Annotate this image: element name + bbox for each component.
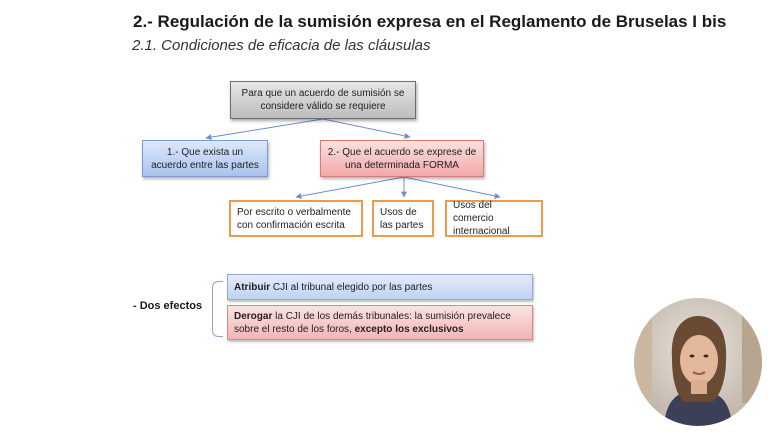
condition-1-box: 1.- Que exista un acuerdo entre las part… (142, 140, 268, 177)
form-box-party-usage: Usos de las partes (372, 200, 434, 237)
form-box-written: Por escrito o verbalmente con confirmaci… (229, 200, 363, 237)
effect-2-text: Derogar la CJI de los demás tribunales: … (234, 310, 526, 336)
condition-1-text: 1.- Que exista un acuerdo entre las part… (151, 146, 259, 171)
effect-1-rest: CJI al tribunal elegido por las partes (270, 281, 433, 293)
effects-label: - Dos efectos (133, 300, 203, 312)
effect-1-text: Atribuir CJI al tribunal elegido por las… (234, 281, 432, 294)
arrow-condition-2-to-form-3 (403, 176, 501, 199)
root-condition-box: Para que un acuerdo de sumisión se consi… (230, 81, 416, 119)
root-condition-text: Para que un acuerdo de sumisión se consi… (241, 88, 405, 112)
presenter-webcam-icon (634, 298, 762, 426)
effect-2-rest: la CJI de los demás tribunales: la sumis… (234, 310, 511, 335)
effects-brace (212, 281, 223, 337)
condition-2-box: 2.- Que el acuerdo se exprese de una det… (320, 140, 484, 177)
arrow-condition-2-to-form-1 (295, 176, 405, 199)
effect-2-box: Derogar la CJI de los demás tribunales: … (227, 305, 533, 340)
form-text: Por escrito o verbalmente con confirmaci… (237, 206, 351, 231)
condition-2-text: 2.- Que el acuerdo se exprese de una det… (327, 146, 477, 171)
form-text: Usos del comercio internacional (453, 200, 510, 237)
form-text: Usos de las partes (380, 206, 424, 231)
slide-subtitle: 2.1. Condiciones de eficacia de las cláu… (132, 37, 431, 54)
arrow-root-to-condition-2 (322, 118, 411, 139)
form-box-trade-usage: Usos del comercio internacional (445, 200, 543, 237)
effect-1-lead: Atribuir (234, 281, 271, 293)
arrow-root-to-condition-1 (205, 118, 324, 141)
effect-2-lead: Derogar (234, 310, 273, 322)
effect-1-box: Atribuir CJI al tribunal elegido por las… (227, 274, 533, 300)
effect-2-emphasis: excepto los exclusivos (354, 323, 464, 335)
slide-title: 2.- Regulación de la sumisión expresa en… (133, 12, 727, 31)
